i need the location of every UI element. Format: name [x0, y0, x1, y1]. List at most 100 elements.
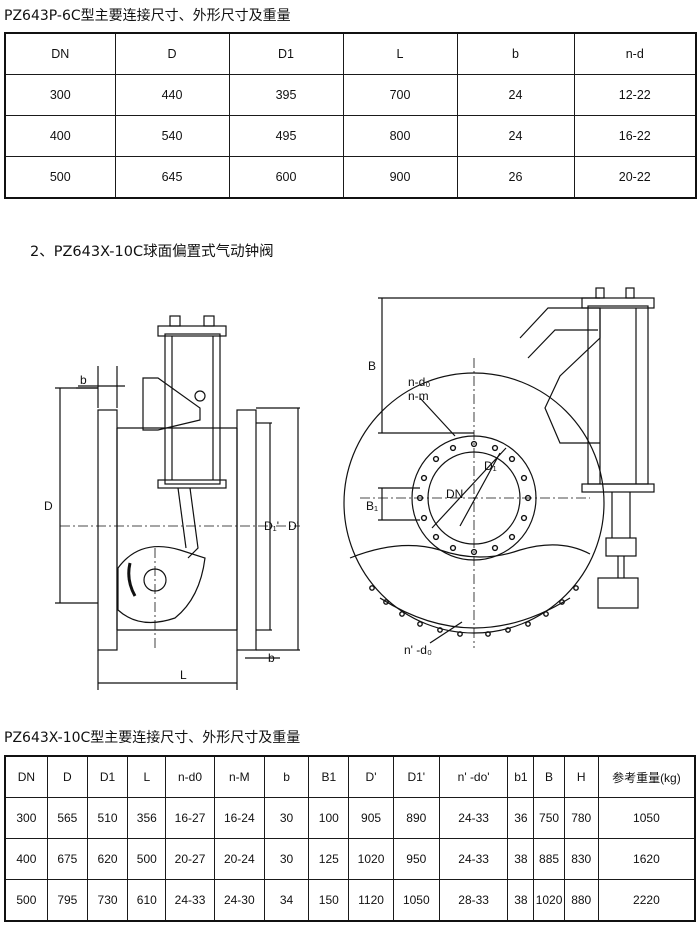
table-cell: 795 [46, 879, 88, 922]
table-cell: 565 [46, 797, 88, 839]
label-B1: B₁ [366, 499, 378, 513]
label-np-d0: n' -d₀ [404, 643, 432, 657]
table-cell: 16-22 [573, 115, 697, 157]
label-DN: DN [446, 487, 463, 501]
header-cell: b [263, 755, 310, 798]
table-cell: 730 [86, 879, 129, 922]
table-cell: 540 [114, 115, 230, 157]
table-cell: 880 [563, 879, 599, 922]
header-cell: D1 [228, 32, 344, 75]
table-cell: 36 [507, 797, 535, 839]
table-cell: 24-33 [165, 879, 215, 922]
table-row: 300 565 510 356 16-27 16-24 30 100 905 8… [4, 797, 696, 839]
header-cell: n' -do' [438, 755, 509, 798]
header-cell: n-d [573, 32, 697, 75]
table-header-row: DN D D1 L n-d0 n-M b B1 D' D1' n' -do' b… [4, 755, 696, 798]
header-cell: L [342, 32, 458, 75]
table-cell: 495 [228, 115, 344, 157]
header-cell: L [127, 755, 167, 798]
table-cell: 780 [563, 797, 599, 839]
table-cell: 400 [4, 115, 116, 157]
header-cell: D1 [86, 755, 129, 798]
header-cell: n-M [213, 755, 265, 798]
header-cell: D [114, 32, 230, 75]
table-cell: 500 [127, 838, 167, 880]
table-cell: 20-27 [165, 838, 215, 880]
label-n-d0: n-d₀ [408, 375, 430, 389]
label-D1-prime: D₁' [264, 519, 279, 533]
label-b-top: b [80, 373, 87, 387]
table-cell: 800 [342, 115, 458, 157]
label-D: D [44, 499, 53, 513]
table-cell: 830 [563, 838, 599, 880]
table-cell: 300 [4, 74, 116, 116]
section2-title: 2、PZ643X-10C球面偏置式气动钟阀 [30, 244, 274, 260]
table-cell: 12-22 [573, 74, 697, 116]
table-cell: 400 [4, 838, 48, 880]
table-pz643x-dimensions: DN D D1 L n-d0 n-M b B1 D' D1' n' -do' b… [4, 755, 696, 922]
header-cell: DN [4, 32, 116, 75]
table-cell: 150 [308, 879, 350, 922]
header-cell: D [46, 755, 88, 798]
table-cell: 610 [127, 879, 167, 922]
table-cell: 395 [228, 74, 344, 116]
label-D-prime: D' [288, 519, 299, 533]
label-L: L [180, 668, 187, 682]
header-cell: b1 [507, 755, 535, 798]
table1-title: PZ643P-6C型主要连接尺寸、外形尺寸及重量 [4, 8, 291, 24]
table-cell: 440 [114, 74, 230, 116]
table-cell: 20-24 [213, 838, 265, 880]
table2-title: PZ643X-10C型主要连接尺寸、外形尺寸及重量 [4, 730, 301, 746]
table-cell: 885 [533, 838, 565, 880]
right-flange [236, 409, 257, 651]
table-cell: 1020 [348, 838, 394, 880]
table-cell: 890 [392, 797, 440, 839]
table-cell: 750 [533, 797, 565, 839]
table-cell: 2220 [597, 879, 696, 922]
label-D1: D₁ [484, 459, 497, 473]
table-cell: 645 [114, 156, 230, 199]
valve-technical-drawing: b D D₁' D' b L B B₁ n-d₀ n-m DN D₁ n' -d… [44, 287, 655, 690]
label-B: B [368, 359, 376, 373]
table-cell: 24-33 [438, 797, 509, 839]
table-cell: 20-22 [573, 156, 697, 199]
header-cell: 参考重量(kg) [597, 755, 696, 798]
table-cell: 1120 [348, 879, 394, 922]
table-cell: 38 [507, 879, 535, 922]
table-row: 300 440 395 700 24 12-22 [4, 74, 697, 116]
table-header-row: DN D D1 L b n-d [4, 32, 697, 75]
header-cell: DN [4, 755, 48, 798]
table-row: 500 645 600 900 26 20-22 [4, 156, 697, 199]
table-cell: 500 [4, 156, 116, 199]
table-cell: 34 [263, 879, 310, 922]
table-row: 400 675 620 500 20-27 20-24 30 125 1020 … [4, 838, 696, 880]
header-cell: H [563, 755, 599, 798]
table-cell: 100 [308, 797, 350, 839]
table-cell: 24-33 [438, 838, 509, 880]
header-cell: n-d0 [165, 755, 215, 798]
table-cell: 1050 [597, 797, 696, 839]
table-cell: 24 [456, 115, 575, 157]
table-cell: 950 [392, 838, 440, 880]
table-cell: 24-30 [213, 879, 265, 922]
header-cell: D' [348, 755, 394, 798]
header-cell: B [533, 755, 565, 798]
table-cell: 38 [507, 838, 535, 880]
table-cell: 900 [342, 156, 458, 199]
table-cell: 500 [4, 879, 48, 922]
label-b-bottom: b [268, 651, 275, 665]
table-pz643p-dimensions: DN D D1 L b n-d 300 440 395 700 24 12-22… [4, 32, 697, 199]
table-cell: 28-33 [438, 879, 509, 922]
table-cell: 600 [228, 156, 344, 199]
table-cell: 356 [127, 797, 167, 839]
table-cell: 16-27 [165, 797, 215, 839]
label-n-m: n-m [408, 389, 429, 403]
table-row: 500 795 730 610 24-33 24-30 34 150 1120 … [4, 879, 696, 922]
table-cell: 24 [456, 74, 575, 116]
table-cell: 1050 [392, 879, 440, 922]
table-cell: 620 [86, 838, 129, 880]
table-cell: 510 [86, 797, 129, 839]
left-flange [97, 409, 118, 651]
table-cell: 30 [263, 838, 310, 880]
table-cell: 1620 [597, 838, 696, 880]
